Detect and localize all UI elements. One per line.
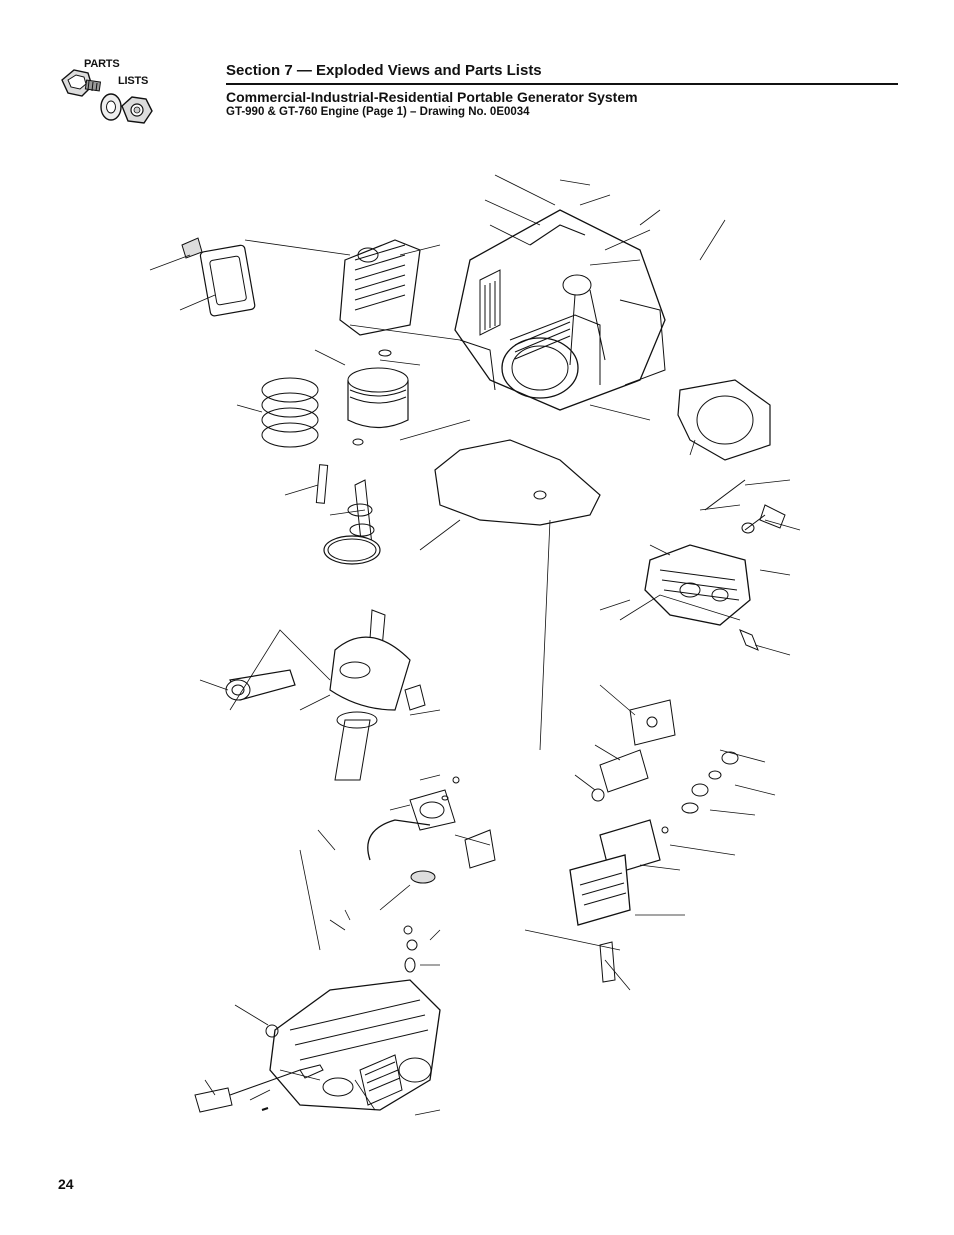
- breather-plate: [591, 699, 676, 802]
- connecting-rod: [225, 669, 426, 711]
- header-rule: [226, 83, 898, 85]
- dipstick: [194, 1064, 324, 1113]
- drawing-title: GT-990 & GT-760 Engine (Page 1) – Drawin…: [226, 106, 530, 118]
- crankcase-bottom: [265, 925, 441, 1111]
- cylinder-head-right: [644, 544, 751, 626]
- cylinder-block: [454, 209, 666, 411]
- section-title: Section 7 — Exploded Views and Parts Lis…: [226, 62, 542, 79]
- leader-lines: [149, 174, 801, 1116]
- parts-lists-logo: PARTS LISTS: [56, 56, 166, 136]
- cylinder-head-assembly: [339, 239, 421, 336]
- valve-cover-right: [569, 751, 739, 983]
- valve-train: [704, 479, 786, 534]
- head-gasket: [677, 379, 771, 461]
- page-number: 24: [58, 1176, 74, 1192]
- nut-bolt-washer-icon: [61, 69, 153, 124]
- document-subtitle: Commercial-Industrial-Residential Portab…: [226, 89, 638, 105]
- governor-assembly: [367, 776, 496, 884]
- crankcase-gasket: [434, 439, 601, 526]
- rocker-cover: [181, 237, 256, 317]
- exploded-view-drawing: [149, 174, 801, 1116]
- piston-and-rings: [261, 349, 409, 504]
- logo-text-parts: PARTS: [84, 58, 120, 70]
- crankshaft: [329, 609, 411, 781]
- camshaft: [323, 479, 381, 565]
- logo-text-lists: LISTS: [118, 75, 149, 87]
- page-header: Section 7 — Exploded Views and Parts Lis…: [226, 62, 898, 118]
